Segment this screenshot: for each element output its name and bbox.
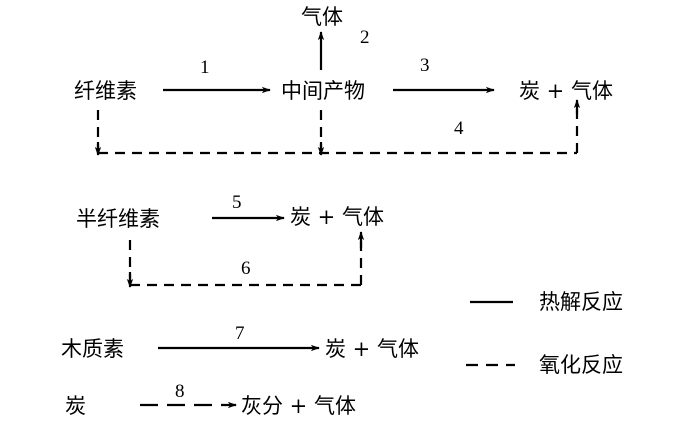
node-lignin: 木质素 xyxy=(61,337,124,361)
node-intermediate: 中间产物 xyxy=(281,79,365,103)
reaction-number-2: 2 xyxy=(360,27,370,48)
reaction-number-3: 3 xyxy=(420,55,430,76)
node-gas: 气体 xyxy=(301,5,343,29)
arrow-4-dashed xyxy=(96,108,579,155)
node-hemicellulose: 半纤维素 xyxy=(76,207,160,231)
reaction-number-4: 4 xyxy=(454,118,464,139)
reaction-number-5: 5 xyxy=(232,192,242,213)
reaction-number-8: 8 xyxy=(175,381,185,402)
node-carbon: 炭 xyxy=(65,394,86,418)
legend-solid-label: 热解反应 xyxy=(539,290,623,314)
legend-dashed-label: 氧化反应 xyxy=(539,353,623,377)
node-cellulose: 纤维素 xyxy=(74,79,137,103)
reaction-number-1: 1 xyxy=(200,57,210,78)
node-carbon-gas-3: 炭 + 气体 xyxy=(325,337,419,361)
node-ash-gas: 灰分 + 气体 xyxy=(241,394,356,418)
node-carbon-gas-1: 炭 + 气体 xyxy=(519,79,613,103)
reaction-number-7: 7 xyxy=(235,323,245,344)
reaction-number-6: 6 xyxy=(241,258,251,279)
node-carbon-gas-2: 炭 + 气体 xyxy=(290,205,384,229)
